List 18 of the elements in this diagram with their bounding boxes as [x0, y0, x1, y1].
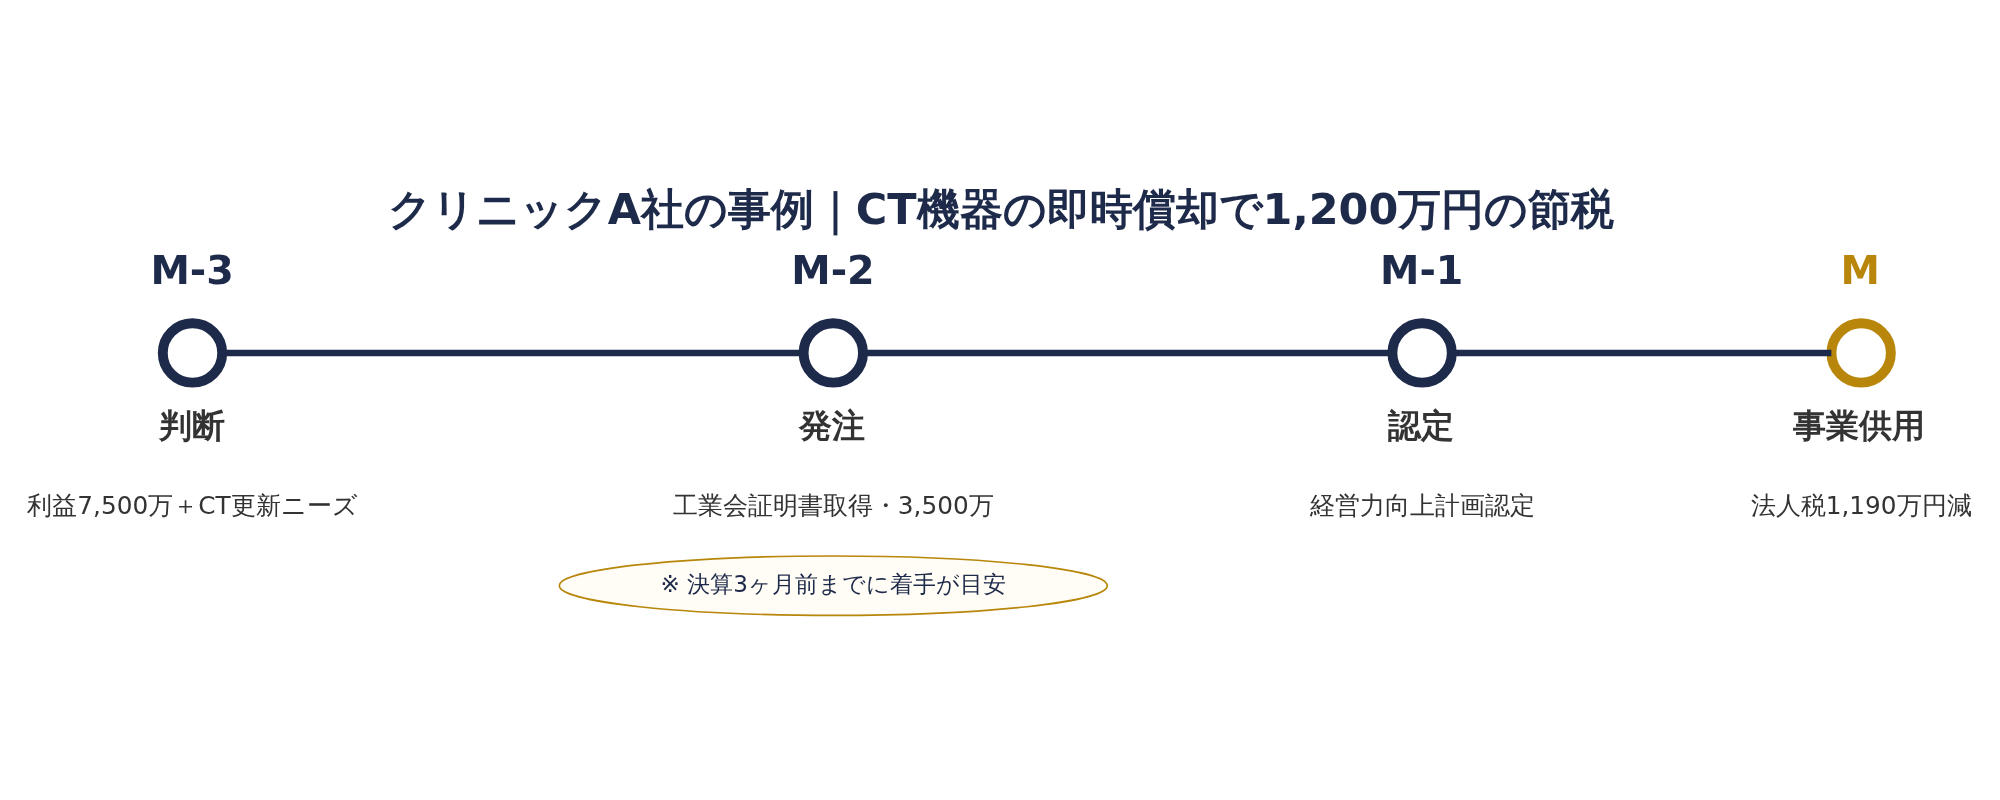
node-label: 利益7,500万＋CT更新ニーズ [27, 490, 358, 520]
node-circle [798, 318, 868, 388]
node-circle [157, 318, 228, 388]
node-label: 工業会証明書取得・3,500万 [672, 490, 994, 520]
node-label: 発注 [799, 406, 866, 446]
node-label: 経営力向上計画認定 [1309, 490, 1535, 520]
node-label: 認定 [1388, 406, 1455, 446]
diagram-title: クリニックA社の事例｜CT機器の即時償却で1,200万円の節税 [387, 183, 1615, 234]
node-label: M-1 [1380, 246, 1464, 293]
node-label: M-3 [150, 246, 234, 293]
node-label: 判断 [158, 406, 225, 446]
node-label: 事業供用 [1793, 406, 1926, 446]
node-circle [1387, 318, 1457, 388]
node-label: 法人税1,190万円減 [1750, 490, 1972, 520]
node-ellipse: ※ 決算3ヶ月前までに着手が目安 [558, 555, 1109, 617]
node-circle [1826, 318, 1896, 388]
node-label: M-2 [791, 246, 875, 293]
node-label: M [1840, 246, 1880, 293]
